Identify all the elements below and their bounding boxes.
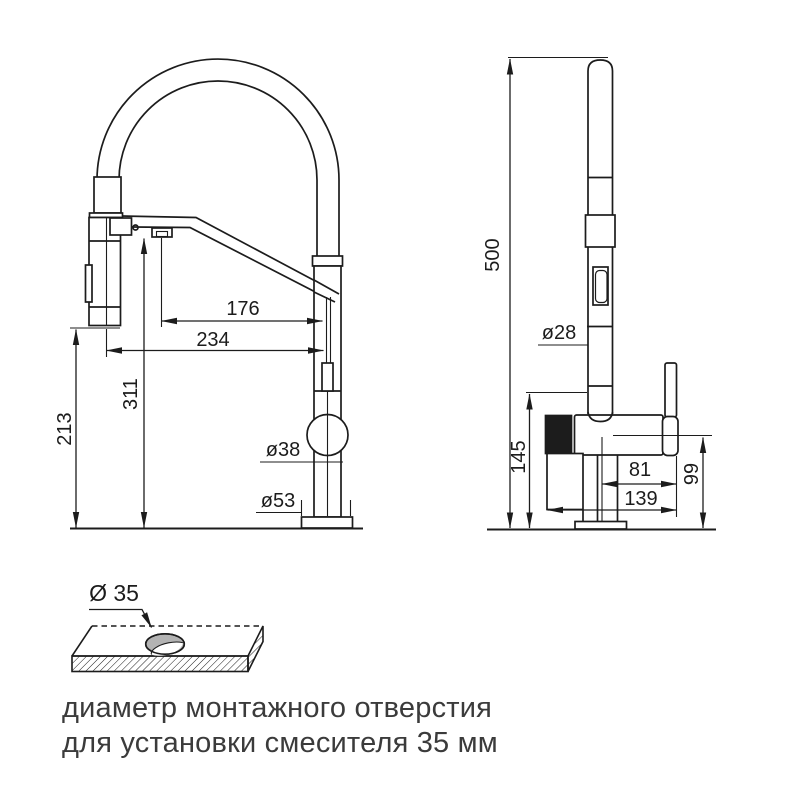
dim-label-176: 176 [226,298,259,320]
dim-label-99: 99 [681,463,703,485]
spout-column [300,255,354,529]
base-flange-side [574,520,628,530]
dim-label-d28: ø28 [542,322,576,344]
dim-label-81: 81 [629,459,651,481]
dimension-500: 500 [482,56,608,529]
spray-head [84,212,173,327]
side-view: 500 ø28 145 99 81 139 [482,56,716,531]
dim-label-500: 500 [482,238,504,271]
column-sleeve-side [584,214,616,248]
hole-diameter-label: Ø 35 [89,580,139,606]
dim-label-139: 139 [624,488,657,510]
slab-front-face [71,655,249,673]
column-collar [311,255,344,267]
side-dimensions: 500 ø28 145 99 81 139 [482,56,707,529]
head-connector [109,217,133,236]
dimension-176: 176 [160,238,323,327]
dimension-311: 311 [120,238,148,528]
front-dimensions: 176 234 311 213 ø38 [54,238,352,528]
dim-label-145: 145 [508,440,530,473]
pull-rod [321,362,334,392]
dimension-213: 213 [54,327,120,528]
riser-column [584,59,616,423]
arm-detail-dot [132,224,139,231]
caption-line-1: диаметр монтажного отверстия [62,692,493,724]
dimension-d53: ø53 [256,490,352,516]
dim-label-d38: ø38 [266,439,300,461]
handle-lever [664,362,678,418]
front-view: 176 234 311 213 ø38 [54,58,363,530]
dim-label-213: 213 [54,412,76,445]
dimension-d38: ø38 [260,439,343,463]
base-flange-front [300,516,354,529]
hole-leader: Ø 35 [89,580,153,628]
dimension-d28: ø28 [538,322,588,346]
dimension-99: 99 [681,437,707,529]
caption-line-2: для установки смесителя 35 мм [62,727,498,759]
dim-label-311: 311 [120,378,142,410]
mounting-hole [144,632,186,659]
slab-side-face [247,625,264,672]
docked-head-side [546,452,584,511]
mounting-caption: диаметр монтажного отверстия для установ… [62,691,498,761]
hose-arch [93,58,340,256]
dimension-234: 234 [105,329,324,357]
dim-label-234: 234 [196,329,229,351]
hose-sleeve-left [93,176,122,214]
spray-button [84,264,93,303]
dimension-145: 145 [508,391,587,529]
dimension-139: 139 [547,488,677,514]
spray-outlet-block [544,414,573,455]
dim-label-d53: ø53 [261,490,295,512]
mounting-hole-figure: Ø 35 [71,580,264,673]
